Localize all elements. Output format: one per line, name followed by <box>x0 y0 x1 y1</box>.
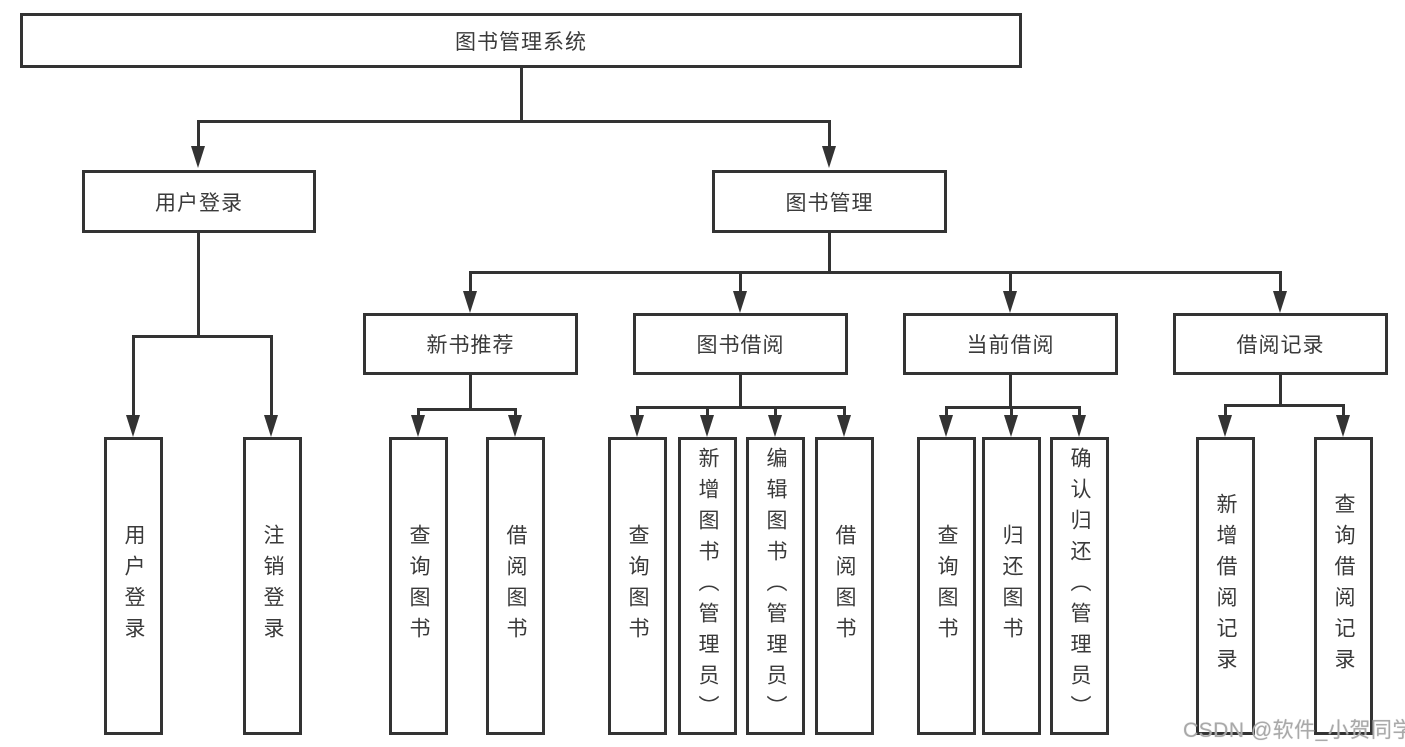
arrow-down-icon <box>463 291 477 313</box>
connector-line <box>945 406 1081 409</box>
leaf-recommend-query-books: 查询图书 <box>389 437 448 735</box>
arrow-down-icon <box>1336 415 1350 437</box>
leaf-user-login: 用户登录 <box>104 437 163 735</box>
arrow-down-icon <box>1218 415 1232 437</box>
leaf-label: 查询图书 <box>626 524 649 648</box>
node-label: 新书推荐 <box>426 334 515 357</box>
node-label: 图书借阅 <box>696 334 785 357</box>
node-book-borrow: 图书借阅 <box>633 313 848 375</box>
arrow-down-icon <box>733 291 747 313</box>
node-borrow-records: 借阅记录 <box>1173 313 1388 375</box>
connector-line <box>132 335 135 417</box>
node-label: 借阅记录 <box>1236 334 1325 357</box>
connector-line <box>1224 404 1227 417</box>
connector-line <box>197 233 200 335</box>
connector-line <box>197 120 831 123</box>
arrow-down-icon <box>939 415 953 437</box>
leaf-label: 归还图书 <box>1000 524 1023 648</box>
connector-line <box>469 271 1282 274</box>
connector-line <box>706 406 709 417</box>
leaf-add-borrow-record: 新增借阅记录 <box>1196 437 1255 735</box>
node-current-borrow: 当前借阅 <box>903 313 1118 375</box>
node-label: 当前借阅 <box>966 334 1055 357</box>
connector-line <box>945 406 948 417</box>
arrow-down-icon <box>1072 415 1086 437</box>
connector-line <box>774 406 777 417</box>
leaf-label: 确认归还（管理员） <box>1068 446 1091 726</box>
arrow-down-icon <box>508 415 522 437</box>
node-label: 图书管理 <box>785 191 874 215</box>
leaf-add-books-admin: 新增图书（管理员） <box>678 437 737 735</box>
leaf-label: 查询借阅记录 <box>1332 493 1355 679</box>
arrow-down-icon <box>1273 291 1287 313</box>
arrow-down-icon <box>264 415 278 437</box>
arrow-down-icon <box>822 146 836 168</box>
leaf-recommend-borrow-books: 借阅图书 <box>486 437 545 735</box>
csdn-watermark: CSDN @软件_小贺同学 <box>1183 719 1405 742</box>
leaf-return-books: 归还图书 <box>982 437 1041 735</box>
connector-line <box>1342 404 1345 417</box>
arrow-down-icon <box>768 415 782 437</box>
leaf-label: 借阅图书 <box>504 524 527 648</box>
node-label: 图书管理系统 <box>455 30 587 54</box>
leaf-borrow-books: 借阅图书 <box>815 437 874 735</box>
arrow-down-icon <box>630 415 644 437</box>
arrow-down-icon <box>1003 291 1017 313</box>
connector-line <box>739 271 742 293</box>
leaf-label: 用户登录 <box>122 524 145 648</box>
connector-line <box>469 375 472 408</box>
connector-line <box>1279 375 1282 404</box>
leaf-borrow-query-books: 查询图书 <box>608 437 667 735</box>
connector-line <box>270 335 273 417</box>
connector-line <box>514 408 517 417</box>
leaf-label: 查询图书 <box>407 524 430 648</box>
node-label: 用户登录 <box>155 191 243 215</box>
arrow-down-icon <box>1004 415 1018 437</box>
connector-line <box>1224 404 1345 407</box>
arrow-down-icon <box>411 415 425 437</box>
connector-line <box>636 406 846 409</box>
node-user-login: 用户登录 <box>82 170 316 233</box>
connector-line <box>417 408 420 417</box>
connector-line <box>469 271 472 293</box>
arrow-down-icon <box>191 146 205 168</box>
leaf-current-query-books: 查询图书 <box>917 437 976 735</box>
leaf-label: 注销登录 <box>261 524 284 648</box>
node-new-book-recommend: 新书推荐 <box>363 313 578 375</box>
leaf-label: 新增借阅记录 <box>1214 493 1237 679</box>
leaf-label: 借阅图书 <box>833 524 856 648</box>
connector-line <box>828 120 831 148</box>
connector-line <box>1279 271 1282 293</box>
leaf-label: 编辑图书（管理员） <box>764 446 787 726</box>
connector-line <box>739 375 742 406</box>
connector-line <box>520 68 523 120</box>
node-library-system: 图书管理系统 <box>20 13 1022 68</box>
connector-line <box>1009 375 1012 406</box>
connector-line <box>828 233 831 271</box>
connector-line <box>1009 271 1012 293</box>
connector-line <box>417 408 517 411</box>
arrow-down-icon <box>700 415 714 437</box>
leaf-label: 查询图书 <box>935 524 958 648</box>
connector-line <box>197 120 200 148</box>
connector-line <box>636 406 639 417</box>
node-book-management: 图书管理 <box>712 170 947 233</box>
arrow-down-icon <box>837 415 851 437</box>
connector-line <box>843 406 846 417</box>
leaf-label: 新增图书（管理员） <box>696 446 719 726</box>
leaf-confirm-return-admin: 确认归还（管理员） <box>1050 437 1109 735</box>
arrow-down-icon <box>126 415 140 437</box>
leaf-edit-books-admin: 编辑图书（管理员） <box>746 437 805 735</box>
connector-line <box>1010 406 1013 417</box>
leaf-logout: 注销登录 <box>243 437 302 735</box>
connector-line <box>132 335 273 338</box>
connector-line <box>1078 406 1081 417</box>
leaf-query-borrow-record: 查询借阅记录 <box>1314 437 1373 735</box>
